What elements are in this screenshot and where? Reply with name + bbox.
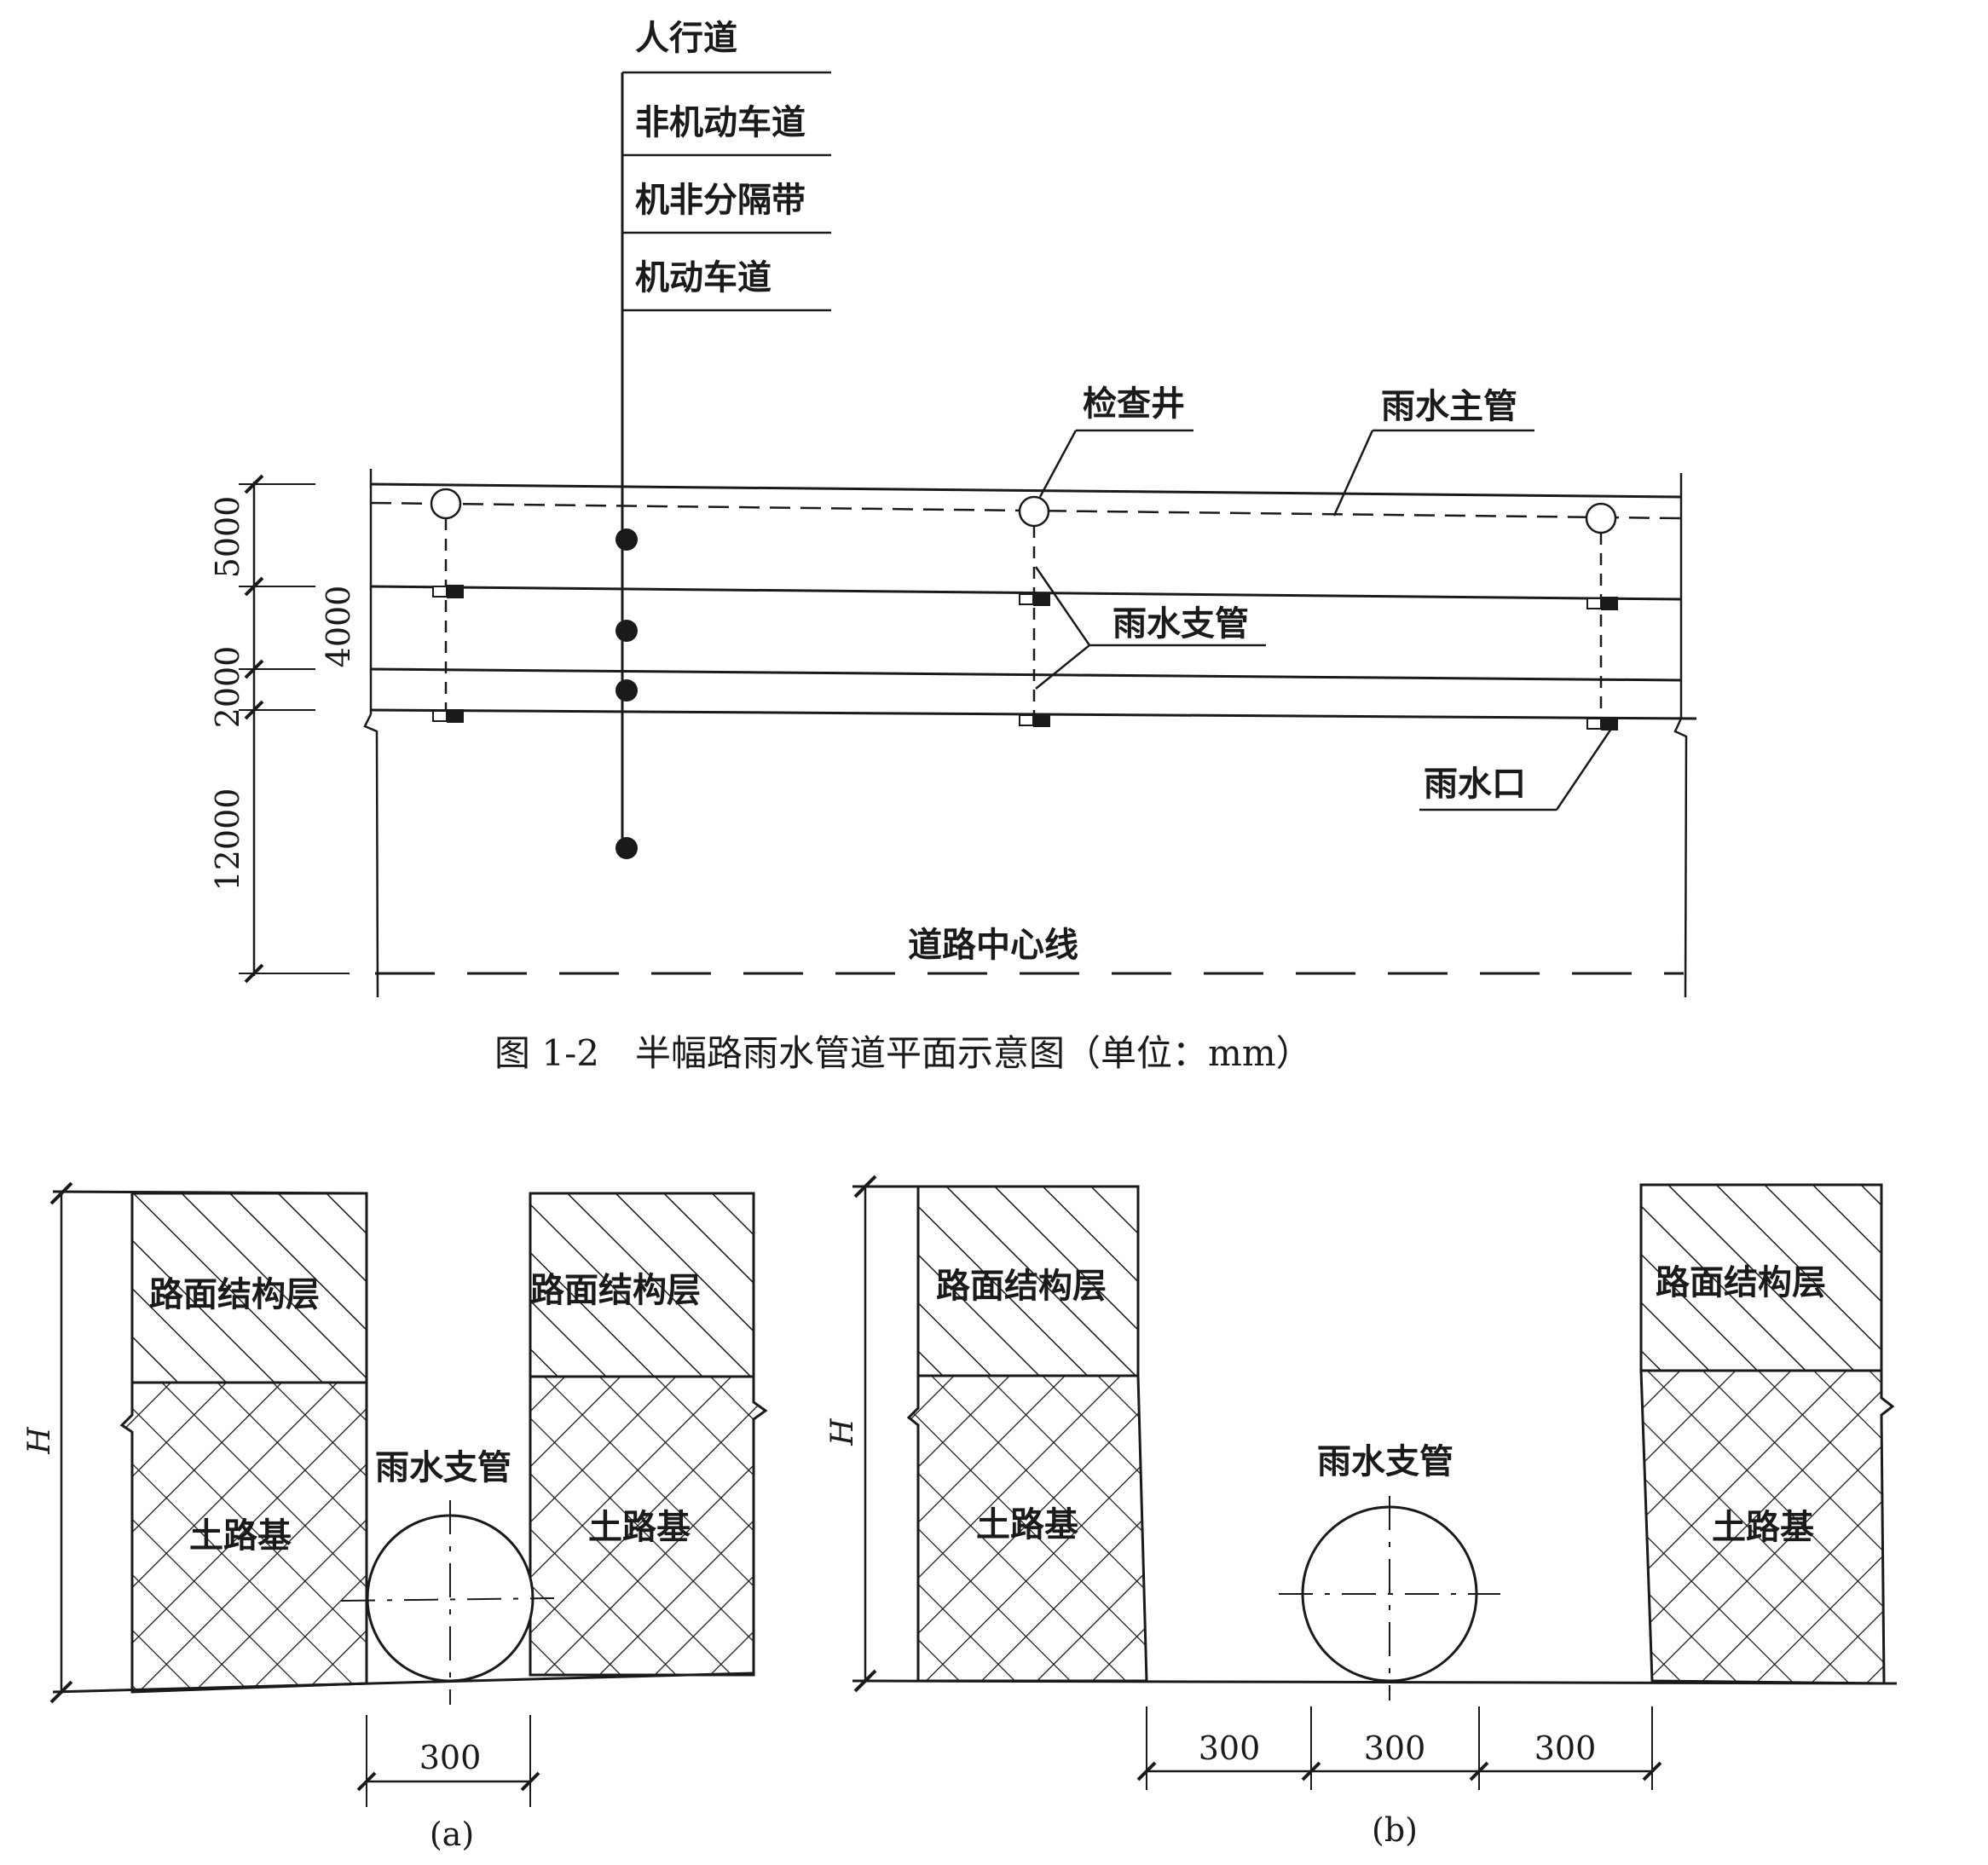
- inlets: [432, 585, 1618, 730]
- leaders: [1034, 429, 1613, 811]
- plan-view: 人行道 非机动车道 机非分隔带 机动车道: [209, 19, 1697, 1074]
- inlet-icon: [1601, 717, 1618, 730]
- section-b: 路面结构层 路面结构层 土路基 土路基 雨水支管 H 300 300 300 (…: [825, 1175, 1898, 1849]
- legend-marker-4: [615, 837, 638, 859]
- inlet-icon: [1019, 593, 1034, 605]
- label-branch-pipe: 雨水支管: [1112, 604, 1249, 644]
- legend-motor-lane: 机动车道: [635, 258, 772, 297]
- inlet-icon: [1019, 714, 1034, 726]
- dim-center-b: 300: [1364, 1729, 1426, 1767]
- manhole-icon-1: [430, 488, 462, 520]
- label-inlet: 雨水口: [1424, 765, 1526, 804]
- dim-2000: 2000: [209, 646, 246, 729]
- lane-legend: 人行道 非机动车道 机非分隔带 机动车道: [615, 19, 831, 859]
- legend-marker-1: [615, 528, 638, 551]
- label-pipe-b: 雨水支管: [1317, 1442, 1453, 1481]
- legend-separator: 机非分隔带: [635, 181, 806, 220]
- inlet-icon: [1033, 592, 1050, 606]
- label-centerline: 道路中心线: [908, 926, 1078, 965]
- manhole-icon-2: [1018, 495, 1050, 528]
- label-subgrade-left-b: 土路基: [976, 1505, 1078, 1545]
- label-height-b: H: [825, 1418, 860, 1446]
- label-pavement-left-b: 路面结构层: [936, 1267, 1107, 1306]
- subgrade-right: [529, 1375, 768, 1677]
- pavement-layer-right: [529, 1192, 755, 1378]
- subgrade-left: [119, 1381, 368, 1694]
- label-main-pipe: 雨水主管: [1381, 387, 1517, 426]
- subgrade-left-b: [906, 1374, 1148, 1683]
- label-height-a: H: [22, 1427, 57, 1455]
- road-lines: [363, 469, 1697, 998]
- section-a: 路面结构层 路面结构层 土路基 土路基 雨水支管 H 300 (a): [22, 1181, 768, 1853]
- dim-right-b: 300: [1534, 1729, 1597, 1767]
- dim-12000: 12000: [209, 788, 246, 892]
- pavement-layer-right-b: [1639, 1183, 1883, 1372]
- inlet-icon: [447, 709, 464, 723]
- label-manhole: 检查井: [1083, 384, 1185, 424]
- label-pavement-left-a: 路面结构层: [149, 1275, 320, 1314]
- legend-marker-2: [615, 620, 638, 642]
- caption-a: (a): [430, 1816, 474, 1853]
- dim-left-b: 300: [1199, 1729, 1261, 1767]
- inlet-icon: [1033, 713, 1050, 727]
- label-pipe-a: 雨水支管: [375, 1448, 511, 1487]
- label-pavement-right-b: 路面结构层: [1656, 1263, 1826, 1302]
- inlet-icon: [447, 585, 464, 598]
- label-subgrade-right-b: 土路基: [1712, 1508, 1814, 1547]
- caption-b: (b): [1372, 1811, 1418, 1849]
- branch-pipes: [444, 518, 1603, 723]
- pavement-layer-left-b: [916, 1185, 1140, 1377]
- plan-caption: 图 1-2 半幅路雨水管道平面示意图（单位：mm）: [494, 1032, 1312, 1074]
- dimension-a: [356, 1715, 540, 1807]
- label-subgrade-right-a: 土路基: [588, 1508, 691, 1547]
- inlet-icon: [432, 710, 448, 722]
- inlet-icon: [1601, 597, 1618, 610]
- manhole-icon-3: [1585, 502, 1617, 534]
- inlet-icon: [1586, 718, 1602, 730]
- dim-width-a: 300: [419, 1739, 482, 1776]
- inlet-icon: [432, 586, 448, 598]
- inlet-icon: [1586, 598, 1602, 609]
- legend-sidewalk: 人行道: [635, 19, 737, 58]
- subgrade-right-b: [1639, 1369, 1895, 1685]
- dimension-b: [1136, 1706, 1662, 1790]
- dim-4000: 4000: [320, 586, 357, 668]
- legend-bike-lane: 非机动车道: [635, 103, 806, 142]
- dim-5000: 5000: [209, 496, 246, 579]
- legend-marker-3: [615, 679, 638, 702]
- label-subgrade-left-a: 土路基: [189, 1516, 292, 1556]
- dimension-lines: [239, 474, 350, 984]
- label-pavement-right-a: 路面结构层: [530, 1271, 701, 1310]
